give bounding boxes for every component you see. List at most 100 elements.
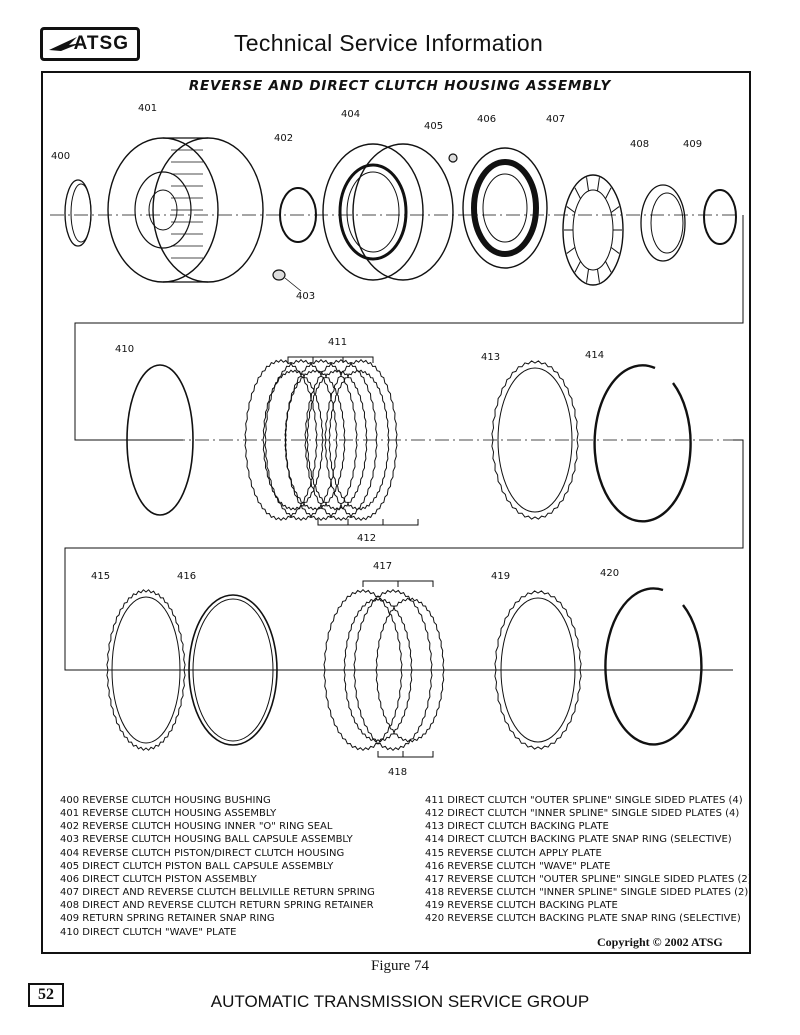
part-407-spring-finger bbox=[586, 268, 590, 283]
logo-text: ATSG bbox=[73, 33, 129, 54]
part-410-wave-plate bbox=[126, 364, 194, 516]
callout-404: 404 bbox=[341, 109, 360, 120]
legend-item: 411 DIRECT CLUTCH "OUTER SPLINE" SINGLE … bbox=[425, 795, 743, 806]
legend-item: 414 DIRECT CLUTCH BACKING PLATE SNAP RIN… bbox=[425, 834, 732, 846]
legend-item: 420 REVERSE CLUTCH BACKING PLATE SNAP RI… bbox=[425, 913, 741, 925]
callout-410: 410 bbox=[115, 344, 134, 355]
part-407-spring-finger bbox=[566, 206, 576, 214]
part-413-backing-plate bbox=[491, 360, 579, 520]
part-407-spring-finger bbox=[596, 268, 600, 283]
legend-item: 417 REVERSE CLUTCH "OUTER SPLINE" SINGLE… bbox=[425, 873, 752, 885]
diagram-frame bbox=[41, 71, 751, 954]
part-419-backing-plate bbox=[494, 590, 582, 750]
row-connector-1 bbox=[74, 215, 744, 441]
page-number: 52 bbox=[28, 983, 64, 1007]
part-405-capsule bbox=[448, 153, 458, 163]
part-420-snap-ring bbox=[604, 587, 703, 746]
part-407-spring-inner bbox=[572, 189, 614, 271]
callout-419: 419 bbox=[491, 571, 510, 582]
callout-400: 400 bbox=[51, 151, 70, 162]
part-404-housing-back bbox=[352, 143, 454, 281]
part-408-retainer-inner bbox=[650, 192, 684, 254]
part-416-wave-plate bbox=[188, 594, 278, 746]
callout-408: 408 bbox=[630, 139, 649, 150]
callout-409: 409 bbox=[683, 139, 702, 150]
part-407-spring-finger bbox=[610, 246, 620, 254]
callout-416: 416 bbox=[177, 571, 196, 582]
part-406-piston-seal bbox=[471, 159, 539, 257]
legend-item: 402 REVERSE CLUTCH HOUSING INNER "O" RIN… bbox=[60, 821, 333, 833]
part-409-snapring bbox=[703, 189, 737, 245]
part-401-hub-inner bbox=[148, 189, 178, 231]
part-412-inner-spline-plate bbox=[262, 369, 324, 511]
part-401-housing-back bbox=[152, 137, 264, 283]
part-407-spring-finger bbox=[586, 177, 590, 192]
callout-402: 402 bbox=[274, 133, 293, 144]
part-411-outer-spline-plate bbox=[324, 358, 398, 522]
callout-414: 414 bbox=[585, 350, 604, 361]
page-header-title: Technical Service Information bbox=[234, 30, 544, 56]
part-404-bore bbox=[346, 171, 400, 253]
logo-bird-icon bbox=[49, 37, 81, 51]
part-411-outer-spline-plate bbox=[284, 358, 358, 522]
part-412-inner-spline-plate bbox=[306, 369, 368, 511]
callout-406: 406 bbox=[477, 114, 496, 125]
callout-412: 412 bbox=[357, 533, 376, 544]
part-402-oring bbox=[279, 187, 317, 243]
part-407-spring-finger bbox=[596, 177, 600, 192]
legend-item: 407 DIRECT AND REVERSE CLUTCH BELLVILLE … bbox=[60, 887, 375, 899]
legend-item: 419 REVERSE CLUTCH BACKING PLATE bbox=[425, 900, 618, 912]
legend-item: 413 DIRECT CLUTCH BACKING PLATE bbox=[425, 821, 609, 833]
callout-412-bracket bbox=[317, 519, 419, 526]
part-417-outer-spline-plate bbox=[353, 589, 433, 751]
callout-411: 411 bbox=[328, 337, 347, 348]
part-406-piston-outer bbox=[462, 147, 548, 269]
parts-legend-right: 411 DIRECT CLUTCH "OUTER SPLINE" SINGLE … bbox=[425, 794, 752, 926]
part-407-spring-finger bbox=[605, 261, 612, 273]
part-401-hub bbox=[134, 171, 192, 249]
part-411-outer-spline-plate bbox=[304, 358, 378, 522]
copyright-notice: Copyright © 2002 ATSG bbox=[597, 935, 723, 949]
part-412-inner-spline-plate bbox=[284, 369, 346, 511]
part-415-apply-plate bbox=[106, 589, 186, 751]
atsg-logo: ATSG bbox=[40, 27, 140, 61]
legend-item: 404 REVERSE CLUTCH PISTON/DIRECT CLUTCH … bbox=[60, 847, 345, 859]
callout-405: 405 bbox=[424, 121, 443, 132]
part-418-inner-spline-plate bbox=[375, 597, 445, 743]
diagram-title: REVERSE AND DIRECT CLUTCH HOUSING ASSEMB… bbox=[188, 78, 612, 94]
part-407-spring-finger bbox=[605, 187, 612, 199]
part-416-wave-inner bbox=[192, 598, 274, 742]
part-418-inner-spline-plate bbox=[343, 597, 413, 743]
legend-item: 406 DIRECT CLUTCH PISTON ASSEMBLY bbox=[60, 873, 257, 885]
part-419-backing-inner bbox=[500, 597, 576, 743]
row-connector-2 bbox=[64, 439, 744, 671]
part-403-leader bbox=[284, 277, 302, 292]
legend-item: 405 DIRECT CLUTCH PISTON BALL CAPSULE AS… bbox=[60, 860, 334, 872]
part-414-snap-ring bbox=[593, 364, 692, 523]
legend-item: 408 DIRECT AND REVERSE CLUTCH RETURN SPR… bbox=[60, 900, 374, 912]
callout-418: 418 bbox=[388, 767, 407, 778]
part-407-spring-finger bbox=[610, 206, 620, 214]
legend-item: 401 REVERSE CLUTCH HOUSING ASSEMBLY bbox=[60, 808, 277, 820]
part-407-spring-outer bbox=[562, 174, 624, 286]
callout-415: 415 bbox=[91, 571, 110, 582]
callout-417-bracket bbox=[362, 580, 434, 587]
part-407-spring-finger bbox=[574, 187, 581, 199]
part-404-housing-front bbox=[322, 143, 424, 281]
legend-item: 410 DIRECT CLUTCH "WAVE" PLATE bbox=[60, 926, 237, 938]
part-404-seal bbox=[338, 163, 408, 261]
page-footer: AUTOMATIC TRANSMISSION SERVICE GROUP bbox=[210, 992, 590, 1011]
part-403-capsule bbox=[272, 269, 286, 281]
callout-417: 417 bbox=[373, 561, 392, 572]
callout-401: 401 bbox=[138, 103, 157, 114]
callout-403: 403 bbox=[296, 291, 315, 302]
part-408-retainer-outer bbox=[640, 184, 686, 262]
part-411-outer-spline-plate bbox=[264, 358, 338, 522]
part-412-inner-spline-plate bbox=[328, 369, 390, 511]
part-406-piston-inner bbox=[482, 173, 528, 243]
part-407-spring-finger bbox=[574, 261, 581, 273]
callout-411-bracket bbox=[287, 356, 374, 363]
part-407-spring-finger bbox=[566, 246, 576, 254]
part-415-apply-inner bbox=[111, 596, 181, 744]
legend-item: 418 REVERSE CLUTCH "INNER SPLINE" SINGLE… bbox=[425, 887, 749, 899]
